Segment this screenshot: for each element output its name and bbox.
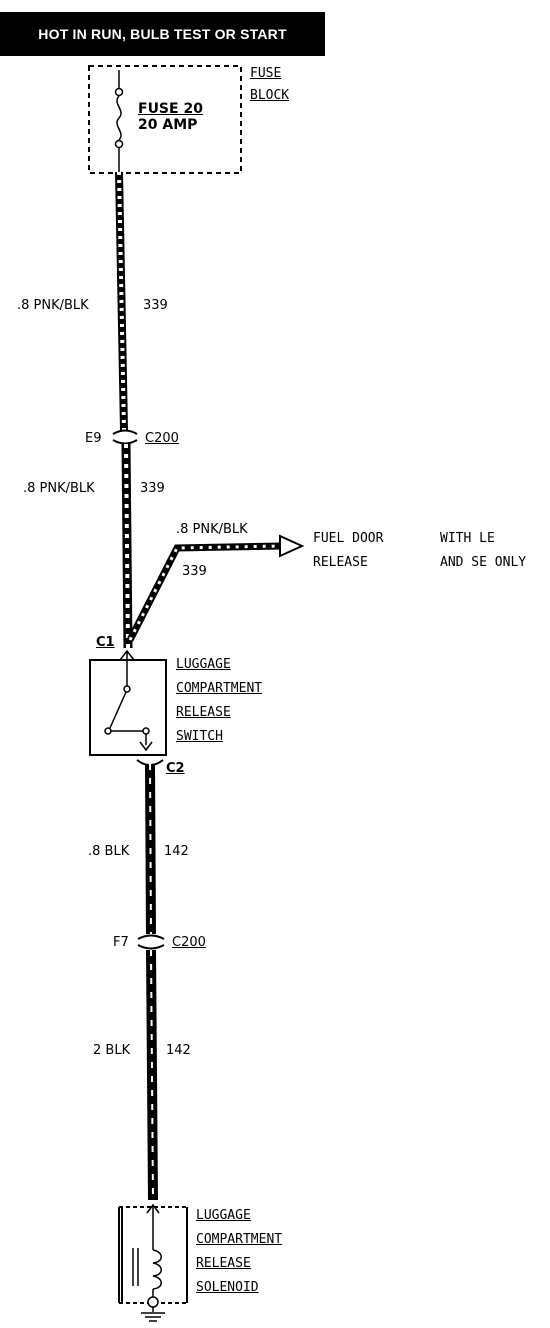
fuel-door-note-line1: WITH LE (440, 531, 495, 546)
fuel-door-note-line2: AND SE ONLY (440, 555, 527, 570)
fuse-info: FUSE 20 20 AMP (138, 101, 203, 133)
fuse-name: FUSE 20 (138, 101, 203, 117)
fuel-door-line2: RELEASE (313, 555, 368, 570)
connector-c200-top-name: C200 (145, 431, 179, 446)
connector-c2-name: C2 (166, 761, 185, 776)
connector-c200-top-pin: E9 (85, 431, 102, 446)
solenoid-label-line1: LUGGAGE (196, 1208, 251, 1223)
solenoid-label-line2: COMPARTMENT (196, 1232, 283, 1247)
connector-c200-bottom-icon (137, 934, 165, 950)
wire3-gauge-color: .8 PNK/BLK (176, 522, 248, 537)
fuel-door-note: WITH LE AND SE ONLY (440, 531, 526, 571)
wire2-gauge-color: .8 PNK/BLK (23, 481, 95, 496)
solenoid-label-line4: SOLENOID (196, 1280, 259, 1295)
wire-339-branch (126, 534, 305, 642)
fuse-block-label: FUSE BLOCK (250, 66, 289, 104)
arrow-right-icon (279, 534, 305, 558)
connector-c200-bottom-pin: F7 (113, 935, 129, 950)
wire4-gauge-color: .8 BLK (88, 844, 130, 859)
connector-c200-bottom-name: C200 (172, 935, 206, 950)
solenoid-coil-icon (132, 1203, 162, 1308)
solenoid-label: LUGGAGE COMPARTMENT RELEASE SOLENOID (196, 1208, 282, 1296)
ground-icon (141, 1307, 165, 1322)
wire4-circuit: 142 (164, 844, 189, 859)
wire-339-lower (121, 443, 133, 649)
wire3-circuit: 339 (182, 564, 207, 579)
header-banner: HOT IN RUN, BULB TEST OR START (0, 12, 325, 56)
switch-label-line3: RELEASE (176, 705, 231, 720)
wire5-gauge-color: 2 BLK (93, 1043, 131, 1058)
fuse-block-box (88, 65, 242, 174)
wire2-circuit: 339 (140, 481, 165, 496)
fuse-block-label-line1: FUSE (250, 66, 282, 81)
wire-142-lower (146, 949, 158, 1201)
wire1-gauge-color: .8 PNK/BLK (17, 298, 89, 313)
fuse-rating: 20 AMP (138, 117, 198, 133)
switch-label: LUGGAGE COMPARTMENT RELEASE SWITCH (176, 657, 262, 745)
solenoid-label-line3: RELEASE (196, 1256, 251, 1271)
fuse-icon (114, 70, 124, 172)
solenoid-box (118, 1206, 188, 1304)
switch-label-line4: SWITCH (176, 729, 223, 744)
fuel-door-line1: FUEL DOOR (313, 531, 384, 546)
switch-box (89, 659, 167, 756)
connector-c1-name: C1 (96, 635, 115, 650)
fuse-block-label-line2: BLOCK (250, 88, 290, 103)
wire-339-upper (115, 171, 128, 431)
connector-c200-top-icon (112, 429, 138, 445)
fuel-door-label: FUEL DOOR RELEASE (313, 531, 383, 571)
wire-142-upper (145, 763, 156, 935)
wire5-circuit: 142 (166, 1043, 191, 1058)
wire1-circuit: 339 (143, 298, 168, 313)
switch-label-line1: LUGGAGE (176, 657, 231, 672)
switch-label-line2: COMPARTMENT (176, 681, 263, 696)
switch-icon (104, 649, 153, 752)
